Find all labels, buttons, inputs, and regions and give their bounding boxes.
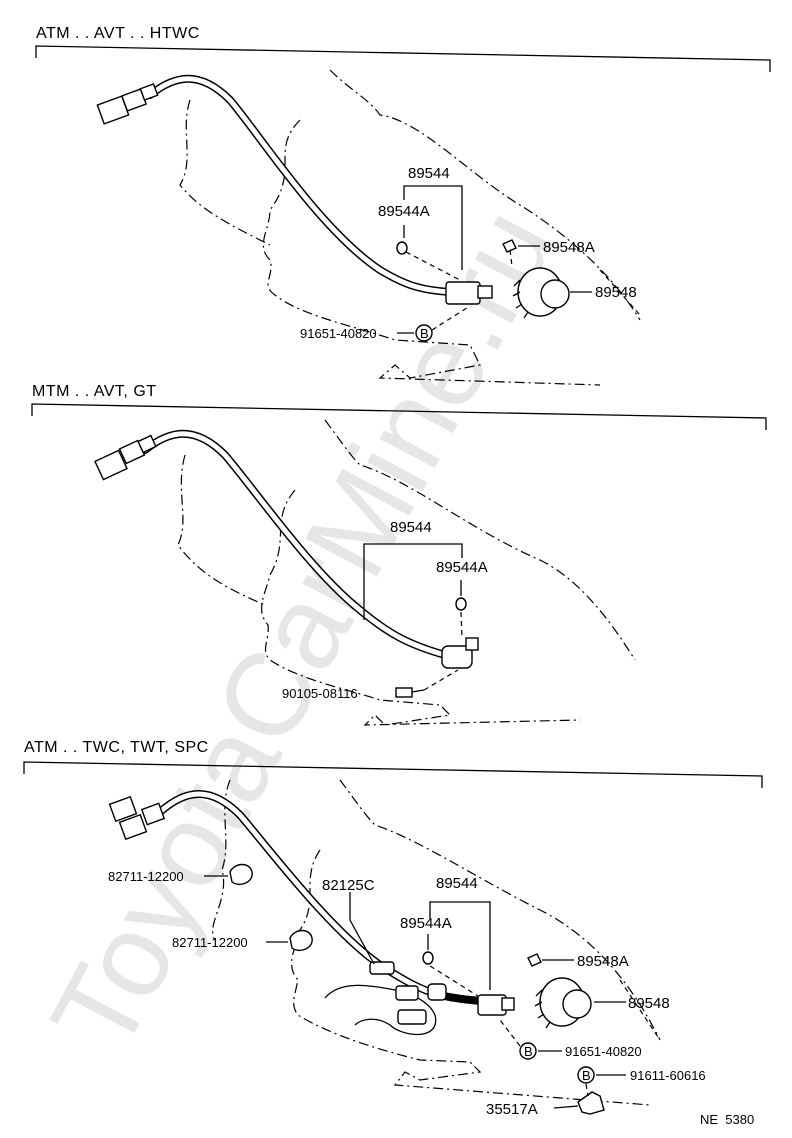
section-3-label-89544: 89544 <box>436 875 478 892</box>
section-3-leader-bracket <box>553 1105 579 1109</box>
section-3-bolt-symbol-2: B <box>577 1066 595 1084</box>
section-3-clamp-2 <box>289 929 313 952</box>
section-1-driven-gear <box>512 267 570 319</box>
section-3-label-clamp-2: 82711-12200 <box>172 935 248 950</box>
section-3-gear-teeth <box>534 989 551 1029</box>
section-2-leader-dash-1 <box>460 611 463 639</box>
section-3-clamp-1 <box>229 863 253 886</box>
section-atm-avt-htwc: ATM . . AVT . . HTWC B <box>35 25 771 386</box>
section-1-label-89548A: 89548A <box>543 239 595 256</box>
section-1-leader-dash-2 <box>431 305 471 331</box>
section-mtm-avt-gt: MTM . . AVT, GT 89544 89544A 90105-08116 <box>31 383 767 726</box>
section-3-leader-82125C <box>349 892 375 965</box>
section-3-bolt-symbol-1-letter: B <box>524 1044 533 1059</box>
section-2-label-89544A: 89544A <box>436 559 488 576</box>
section-3-leader-dash-3 <box>585 1083 589 1097</box>
section-3-driven-gear <box>534 977 592 1029</box>
section-1-speed-sensor <box>445 281 493 305</box>
section-3-connector <box>108 795 166 841</box>
section-3-bracket-line <box>23 761 763 788</box>
section-1-gear-teeth <box>512 279 529 319</box>
section-3-clip <box>527 953 542 967</box>
section-1-leader-dash-1 <box>405 251 461 281</box>
section-2-label-89544: 89544 <box>390 519 432 536</box>
section-3-leader-dash-2 <box>499 1019 521 1047</box>
section-3-label-bolt-1: 91651-40820 <box>565 1044 642 1059</box>
section-1-clip <box>502 239 517 253</box>
section-3-label-82125C: 82125C <box>322 877 375 894</box>
section-3-header: ATM . . TWC, TWT, SPC <box>24 739 209 756</box>
section-2-o-ring <box>455 597 467 611</box>
section-3-bracket-89544 <box>429 901 491 990</box>
section-1-connector <box>96 83 159 125</box>
section-3-sensor-cable-inner <box>157 791 443 998</box>
section-3-label-clamp-1: 82711-12200 <box>108 869 184 884</box>
section-2-speed-sensor <box>441 637 479 669</box>
section-2-bracket-89544 <box>363 543 463 620</box>
section-3-label-89548: 89548 <box>628 995 670 1012</box>
section-3-leader-dash-1 <box>429 965 479 997</box>
section-1-label-bolt: 91651-40820 <box>300 326 377 341</box>
section-3-wire-harness <box>324 961 447 1036</box>
diagram-code: NE 5380 <box>700 1112 754 1127</box>
section-3-label-89544A: 89544A <box>400 915 452 932</box>
section-2-header: MTM . . AVT, GT <box>32 383 157 400</box>
section-2-transmission-outline <box>261 419 636 726</box>
section-3-label-89548A: 89548A <box>577 953 629 970</box>
section-2-label-bolt: 90105-08116 <box>282 686 358 701</box>
section-3-leader-dash-4 <box>619 979 661 1041</box>
section-1-leader-dash-4 <box>599 269 641 316</box>
section-1-label-89544: 89544 <box>408 165 450 182</box>
section-1-bracket-line <box>35 45 771 72</box>
section-1-o-ring <box>396 241 408 255</box>
section-1-header: ATM . . AVT . . HTWC <box>36 25 200 42</box>
section-1-bracket-89544 <box>403 185 463 270</box>
section-1-bolt-symbol-letter: B <box>420 326 429 341</box>
section-1-leader-dash-3 <box>509 249 513 267</box>
section-1-label-89548: 89548 <box>595 284 637 301</box>
section-2-leader-dash-2 <box>423 669 459 691</box>
section-3-bolt-symbol-1: B <box>519 1042 537 1060</box>
section-2-bolt <box>395 687 425 698</box>
section-3-transmission-outline <box>291 779 661 1106</box>
section-atm-twc-twt-spc: ATM . . TWC, TWT, SPC <box>23 739 763 1118</box>
section-1-sensor-cable-inner <box>147 76 453 295</box>
section-1-label-89544A: 89544A <box>378 203 430 220</box>
section-3-label-bolt-2: 91611-60616 <box>630 1068 706 1083</box>
section-1-transmission-outline <box>262 69 641 386</box>
section-2-sensor-cable-inner <box>142 431 448 658</box>
section-3-label-bracket: 35517A <box>486 1101 538 1118</box>
section-2-bracket-line <box>31 403 767 430</box>
section-3-bolt-symbol-2-letter: B <box>582 1068 591 1083</box>
section-2-connector <box>94 434 157 481</box>
section-3-speed-sensor <box>477 994 515 1016</box>
section-3-o-ring <box>422 951 434 965</box>
section-1-housing-edge <box>179 99 271 246</box>
section-1-bolt-symbol <box>415 324 433 342</box>
section-2-housing-edge <box>177 454 266 606</box>
section-3-bracket <box>577 1091 605 1115</box>
